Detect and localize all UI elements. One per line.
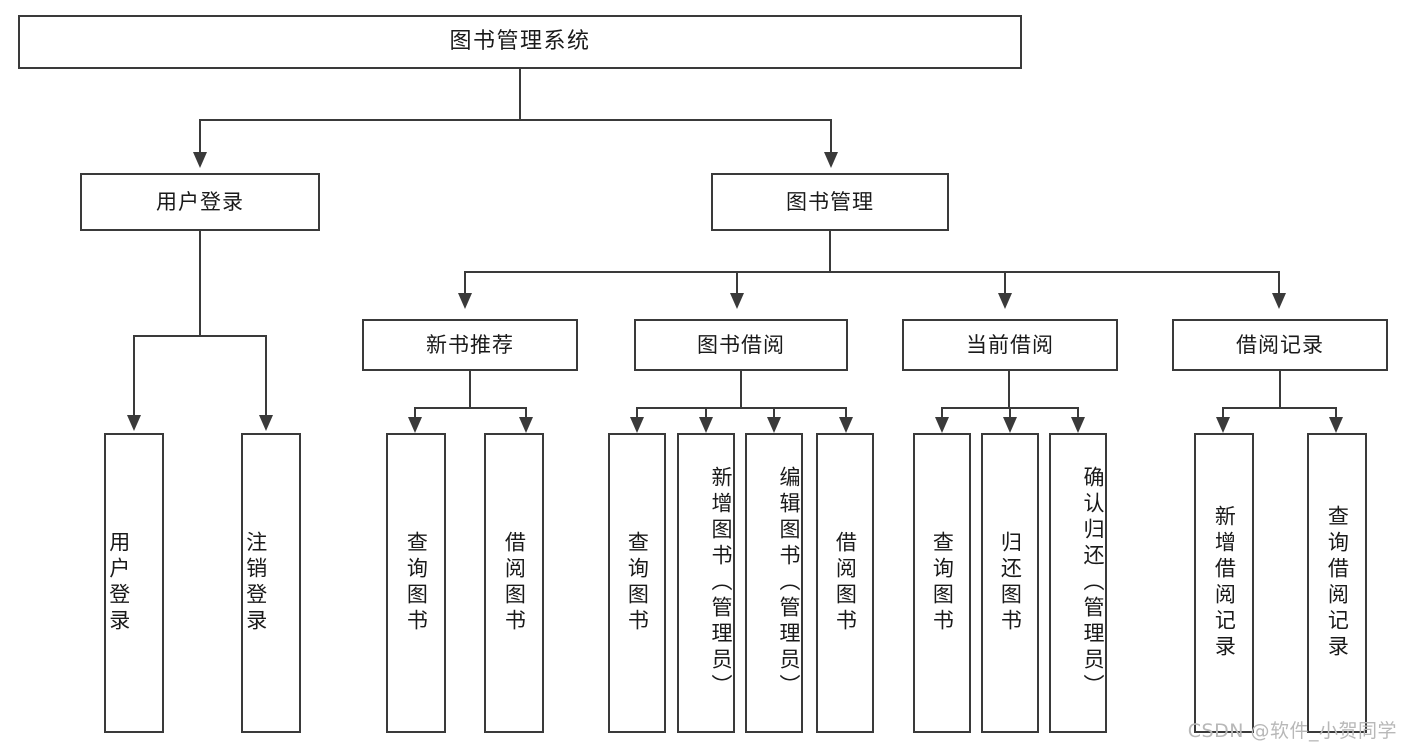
arrow-leaf-cb-confirm-return [1071,417,1085,433]
arrow-leaf-logout-login [259,415,273,431]
connector-level1-bar [199,119,832,121]
connector-level2-drop-3 [1004,271,1006,295]
leaf-user-login[interactable]: 用户登录 [104,433,164,733]
connector-user-login-stem [199,231,201,337]
node-label: 图书借阅 [697,332,785,357]
arrow-leaf-nbr-borrow-book [519,417,533,433]
connector-level2-drop-4 [1278,271,1280,295]
arrow-leaf-br-add-record [1216,417,1230,433]
node-label: 查询图书 [930,531,955,635]
arrow-leaf-bb-query-book [630,417,644,433]
node-label: 借阅图书 [502,531,527,635]
leaf-cb-confirm-return-admin[interactable]: 确认归还（管理员） [1049,433,1107,733]
connector-user-login-drop-1 [133,335,135,417]
leaf-nbr-query-book[interactable]: 查询图书 [386,433,446,733]
arrow-level2-borrow-record [1272,293,1286,309]
arrow-leaf-br-query-record [1329,417,1343,433]
connector-book-borrow-drop-1 [636,407,638,419]
arrow-level2-book-borrow [730,293,744,309]
arrow-level1-book-management [824,152,838,168]
connector-user-login-drop-2 [265,335,267,417]
connector-book-borrow-drop-4 [845,407,847,419]
connector-current-borrow-drop-3 [1077,407,1079,419]
node-label: 新增图书（管理员） [709,466,733,700]
arrow-leaf-bb-add-book [699,417,713,433]
connector-book-borrow-bar [636,407,847,409]
connector-current-borrow-stem [1008,371,1010,409]
node-borrow-record[interactable]: 借阅记录 [1172,319,1388,371]
node-label: 借阅记录 [1236,332,1324,357]
node-label: 确认归还（管理员） [1081,466,1105,700]
leaf-br-add-record[interactable]: 新增借阅记录 [1194,433,1254,733]
arrow-leaf-bb-borrow-book [839,417,853,433]
node-label: 用户登录 [106,531,131,635]
leaf-logout-login[interactable]: 注销登录 [241,433,301,733]
leaf-nbr-borrow-book[interactable]: 借阅图书 [484,433,544,733]
connector-new-book-rec-bar [414,407,527,409]
node-label: 归还图书 [998,531,1023,635]
leaf-br-query-record[interactable]: 查询借阅记录 [1307,433,1367,733]
arrow-leaf-bb-edit-book [767,417,781,433]
arrow-level2-current-borrow [998,293,1012,309]
arrow-leaf-cb-query-book [935,417,949,433]
node-label: 编辑图书（管理员） [777,466,801,700]
connector-new-book-rec-drop-2 [525,407,527,419]
arrow-leaf-cb-return-book [1003,417,1017,433]
node-new-book-recommendation[interactable]: 新书推荐 [362,319,578,371]
node-user-login[interactable]: 用户登录 [80,173,320,231]
leaf-cb-return-book[interactable]: 归还图书 [981,433,1039,733]
node-book-management[interactable]: 图书管理 [711,173,949,231]
node-label: 查询图书 [404,531,429,635]
node-label: 新增借阅记录 [1212,505,1237,661]
connector-book-borrow-stem [740,371,742,409]
node-label: 查询借阅记录 [1325,505,1350,661]
connector-borrow-record-drop-2 [1335,407,1337,419]
node-root-book-management-system[interactable]: 图书管理系统 [18,15,1022,69]
connector-level2-drop-1 [464,271,466,295]
node-label: 查询图书 [625,531,650,635]
connector-level1-drop-book-management [830,119,832,154]
node-label: 借阅图书 [833,531,858,635]
node-label: 用户登录 [156,189,244,214]
connector-root-stem [519,69,521,119]
node-label: 图书管理 [786,189,874,214]
connector-new-book-rec-drop-1 [414,407,416,419]
connector-level2-bar [464,271,1280,273]
connector-current-borrow-drop-1 [941,407,943,419]
leaf-bb-edit-book-admin[interactable]: 编辑图书（管理员） [745,433,803,733]
arrow-level2-new-book-rec [458,293,472,309]
node-label: 注销登录 [243,531,268,635]
connector-level1-drop-user-login [199,119,201,154]
node-label: 图书管理系统 [449,29,591,55]
node-label: 当前借阅 [966,332,1054,357]
connector-new-book-rec-stem [469,371,471,409]
arrow-leaf-user-login [127,415,141,431]
leaf-cb-query-book[interactable]: 查询图书 [913,433,971,733]
connector-borrow-record-drop-1 [1222,407,1224,419]
node-current-borrow[interactable]: 当前借阅 [902,319,1118,371]
connector-book-borrow-drop-2 [705,407,707,419]
connector-level2-drop-2 [736,271,738,295]
connector-book-borrow-drop-3 [773,407,775,419]
node-label: 新书推荐 [426,332,514,357]
leaf-bb-add-book-admin[interactable]: 新增图书（管理员） [677,433,735,733]
connector-borrow-record-stem [1279,371,1281,409]
arrow-leaf-nbr-query-book [408,417,422,433]
node-book-borrow[interactable]: 图书借阅 [634,319,848,371]
connector-user-login-bar [133,335,267,337]
leaf-bb-borrow-book[interactable]: 借阅图书 [816,433,874,733]
leaf-bb-query-book[interactable]: 查询图书 [608,433,666,733]
connector-current-borrow-drop-2 [1009,407,1011,419]
arrow-level1-user-login [193,152,207,168]
connector-book-management-stem [829,231,831,273]
connector-borrow-record-bar [1222,407,1337,409]
